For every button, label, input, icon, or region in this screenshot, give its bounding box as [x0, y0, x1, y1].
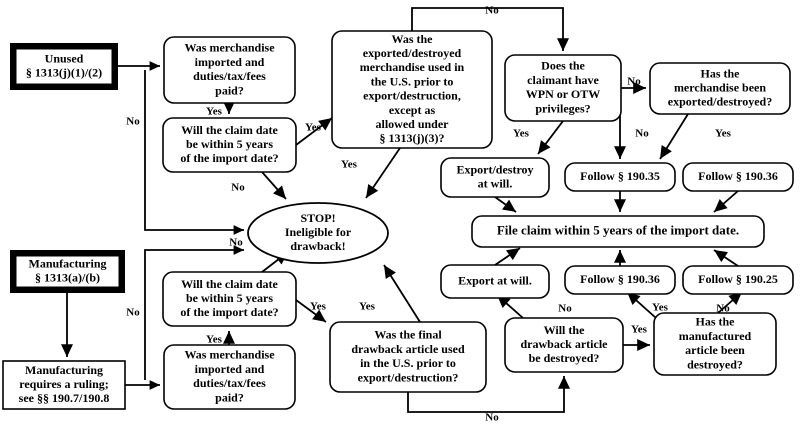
arrowhead	[660, 144, 672, 159]
edge-label-lbl_no_wpn: No	[627, 76, 641, 88]
arrowhead	[502, 199, 516, 212]
arrowhead	[557, 38, 569, 51]
arrowhead	[633, 82, 646, 94]
node-mfg_entry: Manufacturing§ 1313(a)/(b)	[10, 250, 125, 293]
arrowhead	[558, 376, 570, 389]
connector	[407, 376, 565, 413]
edge-label-lbl_yes_merch_exp: Yes	[715, 128, 732, 140]
edge-label-lbl_yes_claim_top: Yes	[305, 122, 322, 134]
node-label-follow_19036_bot: Follow § 190.36	[580, 272, 660, 286]
node-follow_19036_top: Follow § 190.36	[682, 162, 794, 192]
node-follow_19036_bot: Follow § 190.36	[564, 265, 676, 295]
edge-label-lbl_yes_mfg_destroyed: Yes	[652, 302, 669, 314]
node-label-follow_19025: Follow § 190.25	[698, 272, 778, 286]
arrowhead	[273, 185, 286, 199]
arrowhead	[714, 199, 728, 212]
node-label-file_claim: File claim within 5 years of the import …	[497, 222, 739, 237]
arrowhead	[614, 146, 626, 159]
edge-label-lbl_yes_final_article: Yes	[359, 301, 376, 313]
arrowhead	[149, 61, 160, 71]
arrowhead	[384, 265, 396, 280]
node-label-follow_19035: Follow § 190.35	[580, 169, 660, 183]
arrowhead	[233, 245, 244, 255]
edge-label-lbl_yes_will_destroyed: Yes	[631, 324, 648, 336]
edge-label-lbl_no_unused_left: No	[126, 116, 140, 128]
arrowhead	[614, 199, 626, 212]
edge-label-lbl_yes_imported_bot: Yes	[206, 334, 223, 346]
node-follow_19025: Follow § 190.25	[682, 265, 794, 295]
edge-label-lbl_yes_imported_top: Yes	[206, 106, 223, 118]
connector	[144, 70, 244, 231]
arrowhead	[627, 292, 641, 306]
node-export_at_will: Export at will.	[440, 264, 550, 299]
arrowhead	[223, 331, 235, 344]
connector	[411, 7, 564, 51]
edge-label-lbl_yes_claim_bot: Yes	[310, 301, 327, 313]
edge-label-lbl_no_claim_bot: No	[229, 237, 243, 249]
arrowhead	[149, 380, 160, 390]
node-label-unused_entry: Unused§ 1313(j)(1)/(2)	[26, 51, 102, 79]
arrowhead	[312, 309, 326, 322]
edge-label-lbl_no_top_long: No	[485, 5, 499, 17]
node-unused_entry: Unused§ 1313(j)(1)/(2)	[10, 43, 118, 90]
node-label-follow_19036_top: Follow § 190.36	[698, 169, 778, 183]
edge-label-lbl_yes_wpn: Yes	[513, 128, 530, 140]
arrowhead	[728, 292, 742, 305]
node-file_claim: File claim within 5 years of the import …	[471, 215, 765, 248]
arrowhead	[538, 140, 551, 154]
node-label-export_at_will: Export at will.	[458, 273, 532, 287]
edge-label-lbl_no_mfg_destroyed: No	[716, 303, 730, 315]
arrowhead	[506, 248, 520, 261]
arrowhead	[614, 250, 626, 263]
arrowhead	[61, 344, 73, 357]
connector	[144, 249, 244, 380]
edge-label-lbl_no_claim_top: No	[231, 182, 245, 194]
arrowhead	[223, 101, 235, 114]
arrowhead	[233, 225, 244, 235]
arrowhead	[637, 339, 650, 351]
edge-label-lbl_no_final_article: No	[485, 412, 499, 424]
node-follow_19035: Follow § 190.35	[564, 162, 676, 192]
edge-label-lbl_yes_exported_used: Yes	[341, 159, 358, 171]
arrowhead	[318, 118, 332, 131]
arrowhead	[366, 184, 379, 198]
edge-label-lbl_no_merch_exp: No	[635, 128, 649, 140]
node-label-mfg_entry: Manufacturing§ 1313(a)/(b)	[29, 256, 107, 284]
arrowhead	[714, 250, 728, 263]
edge-label-lbl_no_mfg_left: No	[126, 307, 140, 319]
edge-label-lbl_no_will_destroyed: No	[558, 303, 572, 315]
